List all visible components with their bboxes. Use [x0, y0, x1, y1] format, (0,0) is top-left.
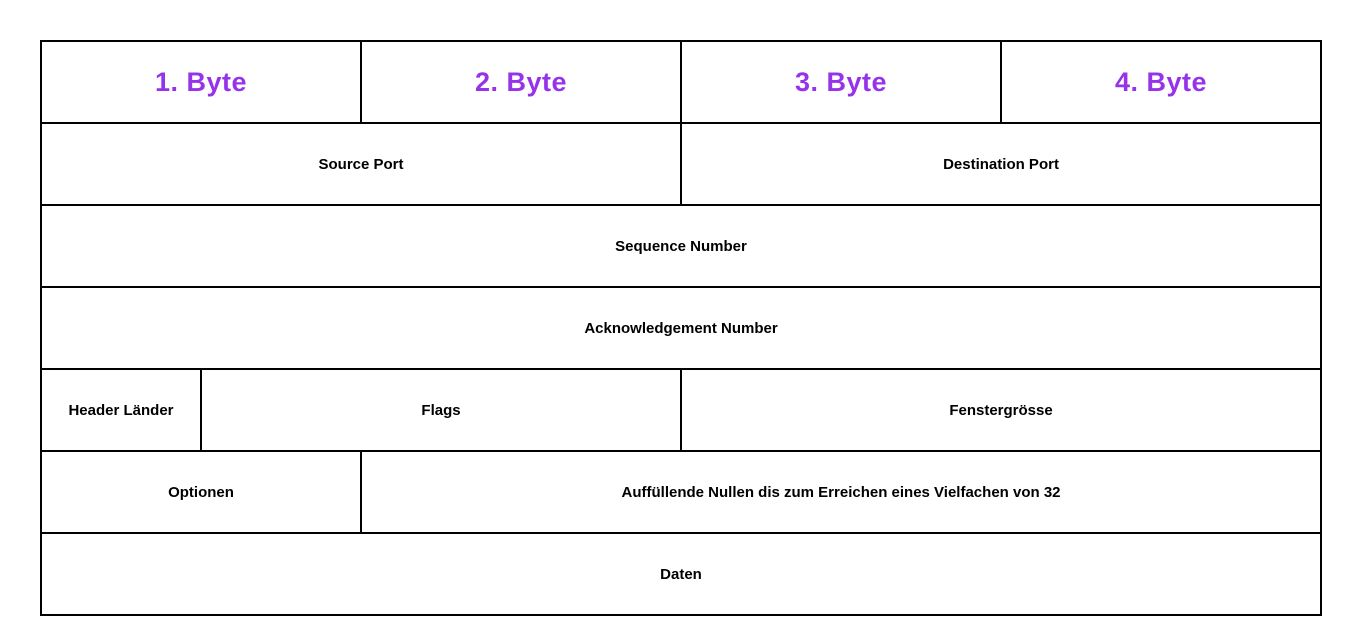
options-cell: Optionen [39, 450, 363, 534]
padding-cell: Auffüllende Nullen dis zum Erreichen ein… [360, 450, 1323, 534]
options-row: Optionen Auffüllende Nullen dis zum Erre… [39, 450, 1323, 534]
byte-3-header-cell: 3. Byte [680, 40, 1003, 124]
flags-row: Header Länder Flags Fenstergrösse [40, 368, 1323, 452]
packet-structure-table: 1. Byte 2. Byte 3. Byte 4. Byte Source P… [39, 40, 1323, 616]
window-size-cell: Fenstergrösse [680, 368, 1323, 452]
acknowledgement-number-cell: Acknowledgement Number [39, 286, 1323, 370]
data-cell: Daten [39, 532, 1323, 616]
byte-header-row: 1. Byte 2. Byte 3. Byte 4. Byte [39, 40, 1323, 124]
acknowledgement-number-row: Acknowledgement Number [39, 286, 1323, 370]
header-length-cell: Header Länder [40, 368, 202, 452]
flags-cell: Flags [199, 368, 683, 452]
source-port-cell: Source Port [39, 122, 683, 206]
byte-1-header-cell: 1. Byte [39, 40, 363, 124]
sequence-number-cell: Sequence Number [39, 204, 1323, 288]
sequence-number-row: Sequence Number [39, 204, 1323, 288]
data-row: Daten [39, 532, 1323, 616]
destination-port-cell: Destination Port [680, 122, 1323, 206]
ports-row: Source Port Destination Port [39, 122, 1323, 206]
byte-4-header-cell: 4. Byte [1000, 40, 1323, 124]
byte-2-header-cell: 2. Byte [360, 40, 683, 124]
